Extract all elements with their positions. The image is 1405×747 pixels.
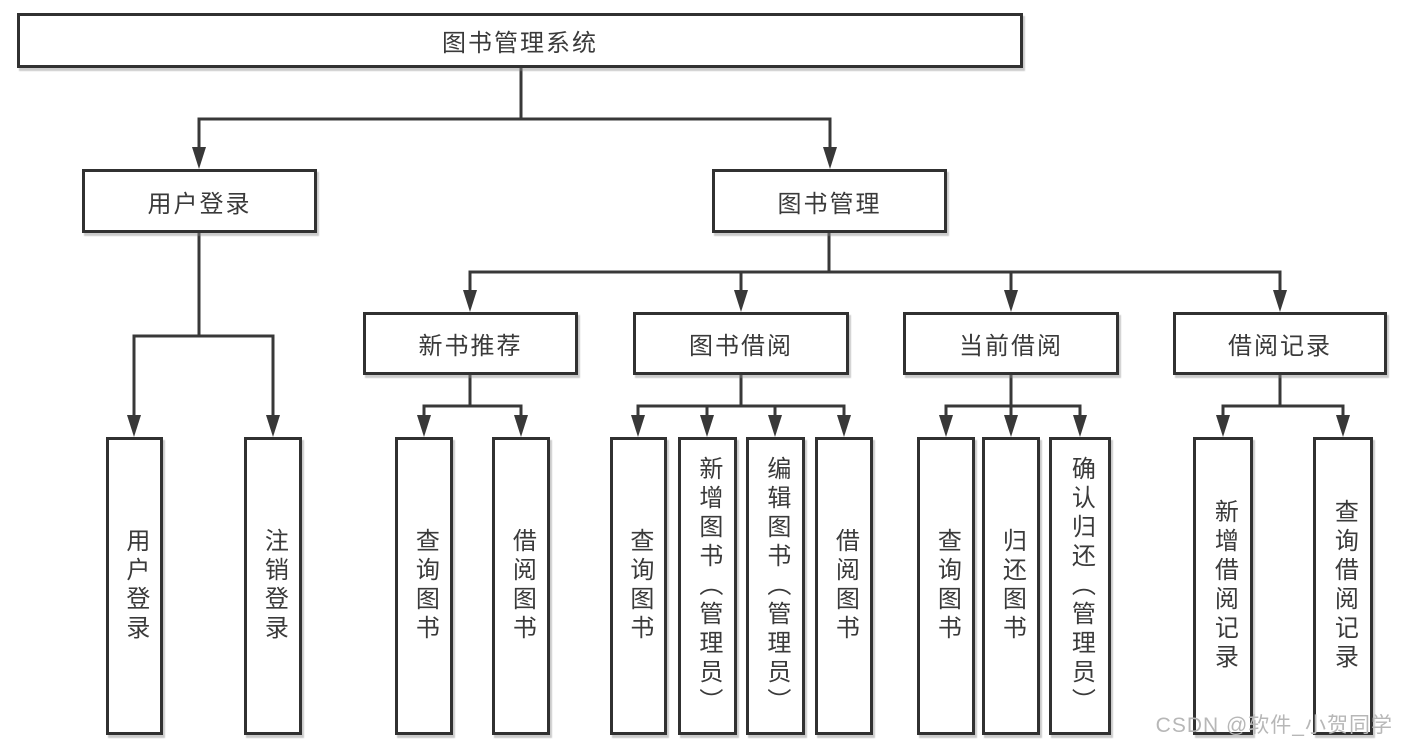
node-current-borrow: 当前借阅 — [903, 312, 1119, 375]
leaf-edit-book-admin: 编辑图书（管理员） — [746, 437, 805, 735]
node-root-library-system: 图书管理系统 — [17, 13, 1023, 68]
node-book-management: 图书管理 — [712, 169, 947, 233]
leaf-query-borrow-record: 查询借阅记录 — [1313, 437, 1373, 735]
leaf-query-books-current: 查询图书 — [917, 437, 975, 735]
leaf-query-books-borrow: 查询图书 — [610, 437, 667, 735]
leaf-user-login: 用户登录 — [106, 437, 163, 735]
leaf-borrow-books-recommend: 借阅图书 — [492, 437, 550, 735]
node-new-book-recommend: 新书推荐 — [363, 312, 578, 375]
leaf-confirm-return-admin: 确认归还（管理员） — [1049, 437, 1111, 735]
node-book-borrow: 图书借阅 — [633, 312, 849, 375]
node-borrow-records: 借阅记录 — [1173, 312, 1387, 375]
leaf-return-book: 归还图书 — [982, 437, 1040, 735]
leaf-borrow-books-borrow: 借阅图书 — [815, 437, 873, 735]
node-user-login: 用户登录 — [82, 169, 317, 233]
leaf-add-borrow-record: 新增借阅记录 — [1193, 437, 1253, 735]
leaf-logout: 注销登录 — [244, 437, 302, 735]
leaf-query-books-recommend: 查询图书 — [395, 437, 453, 735]
leaf-add-book-admin: 新增图书（管理员） — [678, 437, 737, 735]
csdn-watermark: CSDN @软件_小贺同学 — [1155, 714, 1393, 737]
